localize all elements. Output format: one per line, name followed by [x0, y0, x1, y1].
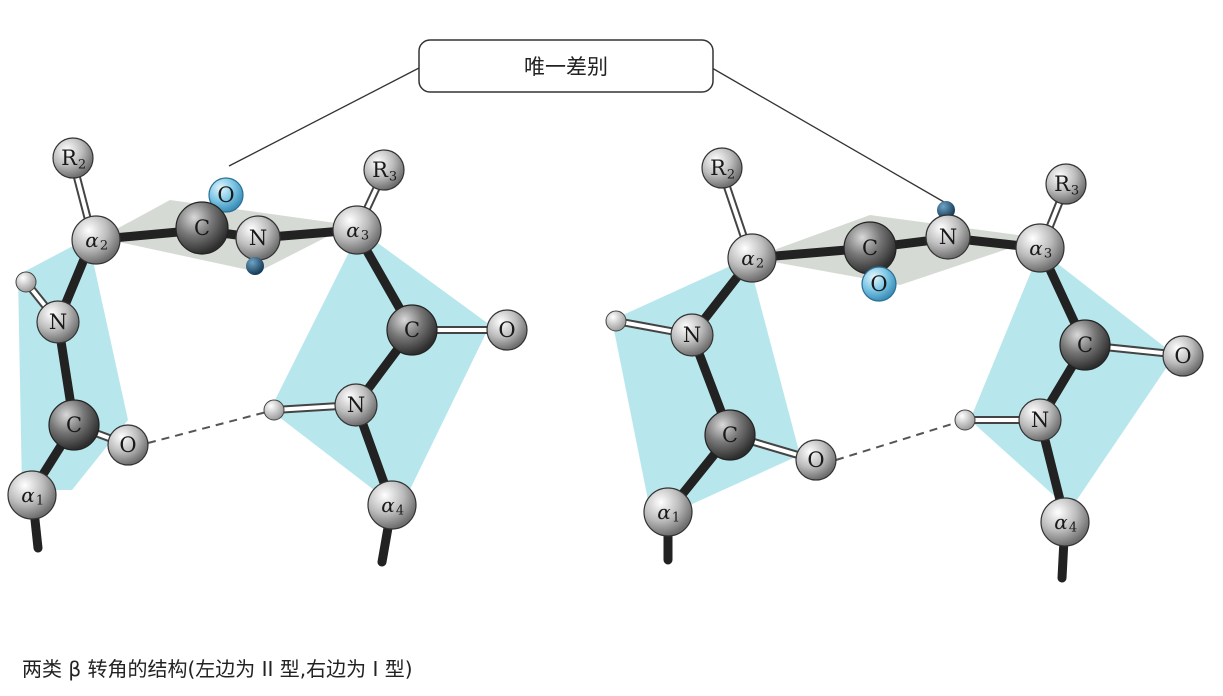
atom-o-left-3 — [486, 309, 528, 351]
label-c-right-3: C — [1077, 333, 1093, 357]
label-n-left-4: N — [347, 393, 365, 417]
atom-c-right-1 — [704, 409, 756, 461]
label-alpha2-sub-right: 2 — [756, 257, 764, 272]
label-c-left-1: C — [66, 413, 82, 437]
type-ii-turn: R 2 R 3 O α 2 C N α 3 N C O C O N α — [7, 137, 528, 567]
atom-n-left-4 — [334, 383, 378, 427]
callout-label: 唯一差别 — [524, 55, 608, 79]
label-n-central-left: N — [249, 226, 267, 250]
label-n-left-1: N — [49, 310, 67, 334]
label-r3-right: R — [1054, 172, 1071, 196]
label-alpha1-sub-left: 1 — [36, 494, 44, 509]
atom-o-right-1 — [795, 439, 837, 481]
label-alpha1-sub-right: 1 — [672, 511, 680, 526]
label-n-right-4: N — [1031, 408, 1049, 432]
label-r3-left: R — [372, 158, 389, 182]
atom-c-left-3 — [386, 304, 438, 356]
label-alpha3-sub-right: 3 — [1044, 247, 1052, 262]
atom-o-left-1 — [107, 424, 149, 466]
callout-pointer-left — [228, 67, 420, 167]
label-n-right-1: N — [683, 323, 701, 347]
label-c-left-3: C — [404, 318, 420, 342]
atom-o-highlight-right — [861, 266, 897, 302]
label-r2-sub-left: 2 — [78, 158, 86, 173]
peptide-plane-right-2 — [970, 250, 1175, 510]
atom-n-right-1 — [670, 313, 714, 357]
atom-n-left-1 — [36, 300, 80, 344]
label-c-central-right: C — [862, 236, 878, 260]
atom-n-right-4 — [1018, 398, 1062, 442]
label-alpha4-left: α — [381, 493, 395, 517]
label-alpha4-right: α — [1054, 510, 1068, 534]
callout-box: 唯一差别 — [228, 39, 945, 203]
atom-alpha3-left — [332, 205, 382, 255]
atom-r3-left — [363, 149, 405, 191]
atom-alpha1-right — [643, 487, 693, 537]
label-alpha4-sub-right: 4 — [1069, 521, 1077, 536]
label-o-right-1: O — [807, 448, 824, 472]
label-o-left-1: O — [119, 433, 136, 457]
label-alpha3-left: α — [346, 218, 360, 242]
label-r3-sub-right: 3 — [1071, 184, 1079, 199]
type-i-turn: R 2 R 3 α 2 C O N α 3 N C O C O N α — [605, 147, 1204, 583]
label-r2-left: R — [61, 146, 78, 170]
label-c-central-left: C — [194, 216, 210, 240]
label-alpha2-right: α — [741, 246, 755, 270]
atom-alpha2-right — [727, 233, 777, 283]
atom-c-right-3 — [1059, 319, 1111, 371]
label-alpha1-left: α — [21, 483, 35, 507]
atom-h-left-1 — [15, 271, 37, 293]
atom-h-right-4 — [954, 409, 976, 431]
atom-h-right-1 — [605, 310, 627, 332]
label-alpha1-right: α — [657, 500, 671, 524]
atom-r2-left — [52, 137, 94, 179]
atom-c-central-left — [175, 201, 229, 255]
label-r2-sub-right: 2 — [727, 168, 735, 183]
label-r3-sub-left: 3 — [389, 170, 397, 185]
atom-alpha2-left — [71, 215, 121, 265]
label-alpha2-left: α — [85, 228, 99, 252]
label-alpha4-sub-left: 4 — [396, 504, 404, 519]
label-o-highlight-left: O — [217, 183, 234, 207]
callout-frame — [418, 39, 714, 93]
label-alpha3-sub-left: 3 — [361, 229, 369, 244]
atom-alpha4-right — [1040, 497, 1090, 547]
hydrogen-bond-left — [147, 409, 275, 444]
atom-n-central-right — [925, 214, 971, 260]
callout-pointer-right — [711, 67, 945, 203]
atom-alpha1-left — [7, 470, 57, 520]
label-o-highlight-right: O — [870, 272, 887, 296]
figure-caption: 两类 β 转角的结构(左边为 II 型,右边为 I 型) — [22, 657, 413, 681]
hydrogen-bond-right — [835, 419, 966, 461]
atom-alpha3-right — [1015, 223, 1065, 273]
label-alpha3-right: α — [1029, 236, 1043, 260]
atom-r2-right — [701, 147, 743, 189]
atom-h-left-4 — [263, 399, 285, 421]
label-o-left-3: O — [498, 318, 515, 342]
atom-h-dark-left — [246, 257, 264, 275]
label-c-right-1: C — [722, 423, 738, 447]
label-r2-right: R — [710, 156, 727, 180]
label-n-central-right: N — [939, 225, 957, 249]
atom-o-right-3 — [1162, 335, 1204, 377]
atom-c-left-1 — [48, 399, 100, 451]
atom-r3-right — [1045, 163, 1087, 205]
atom-o-highlight-left — [208, 177, 244, 213]
label-o-right-3: O — [1174, 344, 1191, 368]
atom-alpha4-left — [367, 480, 417, 530]
label-alpha2-sub-left: 2 — [100, 239, 108, 254]
atom-h-dark-right — [937, 201, 955, 219]
